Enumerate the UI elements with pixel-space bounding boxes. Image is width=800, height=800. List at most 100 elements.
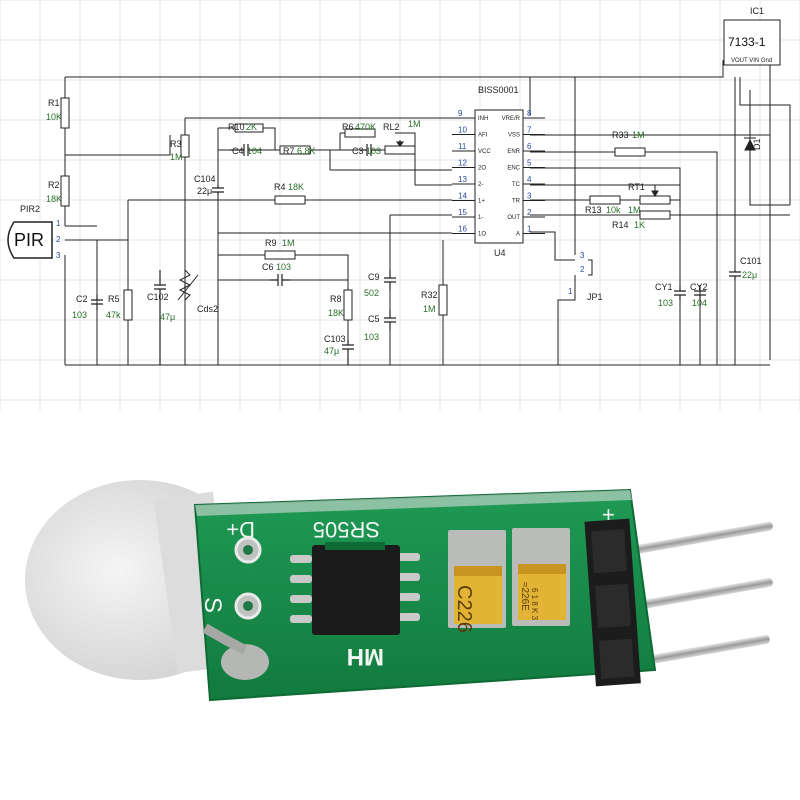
- resistor-r6: [344, 128, 376, 138]
- ic-right-pin-name: TR: [512, 199, 521, 205]
- label-c4: C4: [232, 146, 244, 156]
- ic-right-pin-name: TC: [512, 182, 521, 188]
- capacitor-c3: [360, 144, 380, 156]
- label-rt1: RT1: [628, 182, 645, 192]
- label-r2: R2: [48, 180, 60, 190]
- label-r8: R8: [330, 294, 342, 304]
- resistor-r4: [274, 195, 306, 205]
- label-r9: R9: [265, 238, 277, 248]
- capacitor-c4: [230, 144, 262, 156]
- value-c101: 22μ: [742, 270, 757, 280]
- value-r2: 18K: [46, 194, 62, 204]
- label-cds2: Cds2: [197, 304, 218, 314]
- label-cy2: CY2: [690, 282, 708, 292]
- cap1-marking: C226: [453, 585, 475, 633]
- capacitor-c101: [729, 270, 741, 280]
- header-housing: [584, 518, 641, 687]
- ic-left-pin-name: 1O: [478, 232, 486, 238]
- jp1-pin-1: 1: [568, 287, 573, 296]
- value-r10: 2K: [246, 122, 257, 132]
- value-r33: 1M: [632, 130, 645, 140]
- capacitor-c5: [384, 310, 396, 330]
- label-r4: R4: [274, 182, 286, 192]
- resistor-r5: [123, 289, 133, 321]
- silk-s: S: [199, 597, 226, 613]
- resistor-rl2: [384, 145, 416, 155]
- ic-right-pin-number: 3: [527, 192, 532, 201]
- label-c5: C5: [368, 314, 380, 324]
- ic-right-pin-name: A: [516, 232, 520, 238]
- resistor-r13: [589, 195, 621, 205]
- label-r7: R7: [283, 146, 295, 156]
- resistor-rt1: [639, 195, 671, 205]
- capacitor-c103: [342, 340, 354, 365]
- ic-right-pin-name: VRE/R: [502, 116, 521, 122]
- ic-left-pin-name: VCC: [478, 149, 491, 155]
- ic-ref: U4: [494, 248, 506, 258]
- label-r6: R6: [342, 122, 354, 132]
- ic-left-pin-number: 16: [458, 225, 467, 234]
- value-c2: 103: [72, 310, 87, 320]
- ic1-pins: VOUT VIN Gnd: [731, 58, 772, 64]
- label-r10: R10: [228, 122, 245, 132]
- value-c3: 103: [366, 146, 381, 156]
- ic-right-pin-number: 1: [527, 225, 532, 234]
- value-c9: 502: [364, 288, 379, 298]
- component-labels: R1 10K R2 18K R3 1M R10 2K C4 104 R7 6.8…: [46, 98, 762, 356]
- capacitor-c2: [91, 295, 103, 310]
- jp1-pin-3: 3: [580, 251, 585, 260]
- ic-right-pin-name: ENC: [507, 166, 520, 172]
- label-r33: R33: [612, 130, 629, 140]
- ic-regulator: IC1 7133-1 VOUT VIN Gnd: [723, 6, 781, 66]
- resistor-r1: [60, 97, 70, 129]
- ic-right-pin-number: 7: [527, 126, 532, 135]
- ic-right-pin-number: 6: [527, 142, 532, 151]
- value-r13: 10k: [606, 205, 621, 215]
- ic-left-pin-number: 11: [458, 142, 467, 151]
- pot-arrows: [396, 140, 659, 197]
- ic-left-pin-number: 15: [458, 208, 467, 217]
- resistor-r14: [639, 210, 671, 220]
- capacitor-c102: [154, 270, 186, 365]
- value-r4: 18K: [288, 182, 304, 192]
- value-r14: 1K: [634, 220, 645, 230]
- ic-left-pin-number: 10: [458, 126, 467, 135]
- pir-pin-1: 1: [56, 219, 61, 228]
- ic-right-pin-name: VSS: [508, 133, 520, 139]
- ic-right-pin-number: 5: [527, 159, 532, 168]
- pir-label: PIR: [14, 230, 44, 250]
- resistor-r2: [60, 175, 70, 207]
- resistor-r10: [234, 123, 264, 133]
- ic-left-pin-name: 2-: [478, 182, 483, 188]
- label-rl2: RL2: [383, 122, 400, 132]
- value-r9: 1M: [282, 238, 295, 248]
- ic-left-pin-number: 12: [458, 159, 467, 168]
- value-cy2: 104: [692, 298, 707, 308]
- pir-pin-2: 2: [56, 235, 61, 244]
- ic-left-pin-name: 1+: [478, 199, 485, 205]
- value-r1: 10K: [46, 112, 62, 122]
- ic-right-pin-name: OUT: [507, 215, 520, 221]
- value-c103: 47μ: [324, 346, 339, 356]
- value-rl2: 1M: [408, 119, 421, 129]
- label-c3: C3: [352, 146, 364, 156]
- ic-right-pin-number: 2: [527, 208, 532, 217]
- label-d1: D1: [752, 138, 762, 150]
- label-cy1: CY1: [655, 282, 673, 292]
- label-c103: C103: [324, 334, 346, 344]
- resistor-r3: [180, 134, 190, 158]
- silk-model: SR505: [313, 517, 380, 542]
- capacitor-cy2: [694, 285, 706, 300]
- photoresistor-cds2: [177, 269, 199, 301]
- value-r8: 18K: [328, 308, 344, 318]
- pir-ref: PIR2: [20, 204, 40, 214]
- label-c9: C9: [368, 272, 380, 282]
- label-r1: R1: [48, 98, 60, 108]
- value-c104: 22μ: [197, 186, 212, 196]
- pir-sensor: PIR PIR2 1 2 3: [7, 204, 61, 260]
- value-r32: 1M: [423, 304, 436, 314]
- sensor-module-photo: D+ SR505 S + MH C226: [0, 410, 800, 800]
- ic-name: BISS0001: [478, 85, 519, 95]
- ic-left-pin-name: AFI: [478, 133, 488, 139]
- label-r14: R14: [612, 220, 629, 230]
